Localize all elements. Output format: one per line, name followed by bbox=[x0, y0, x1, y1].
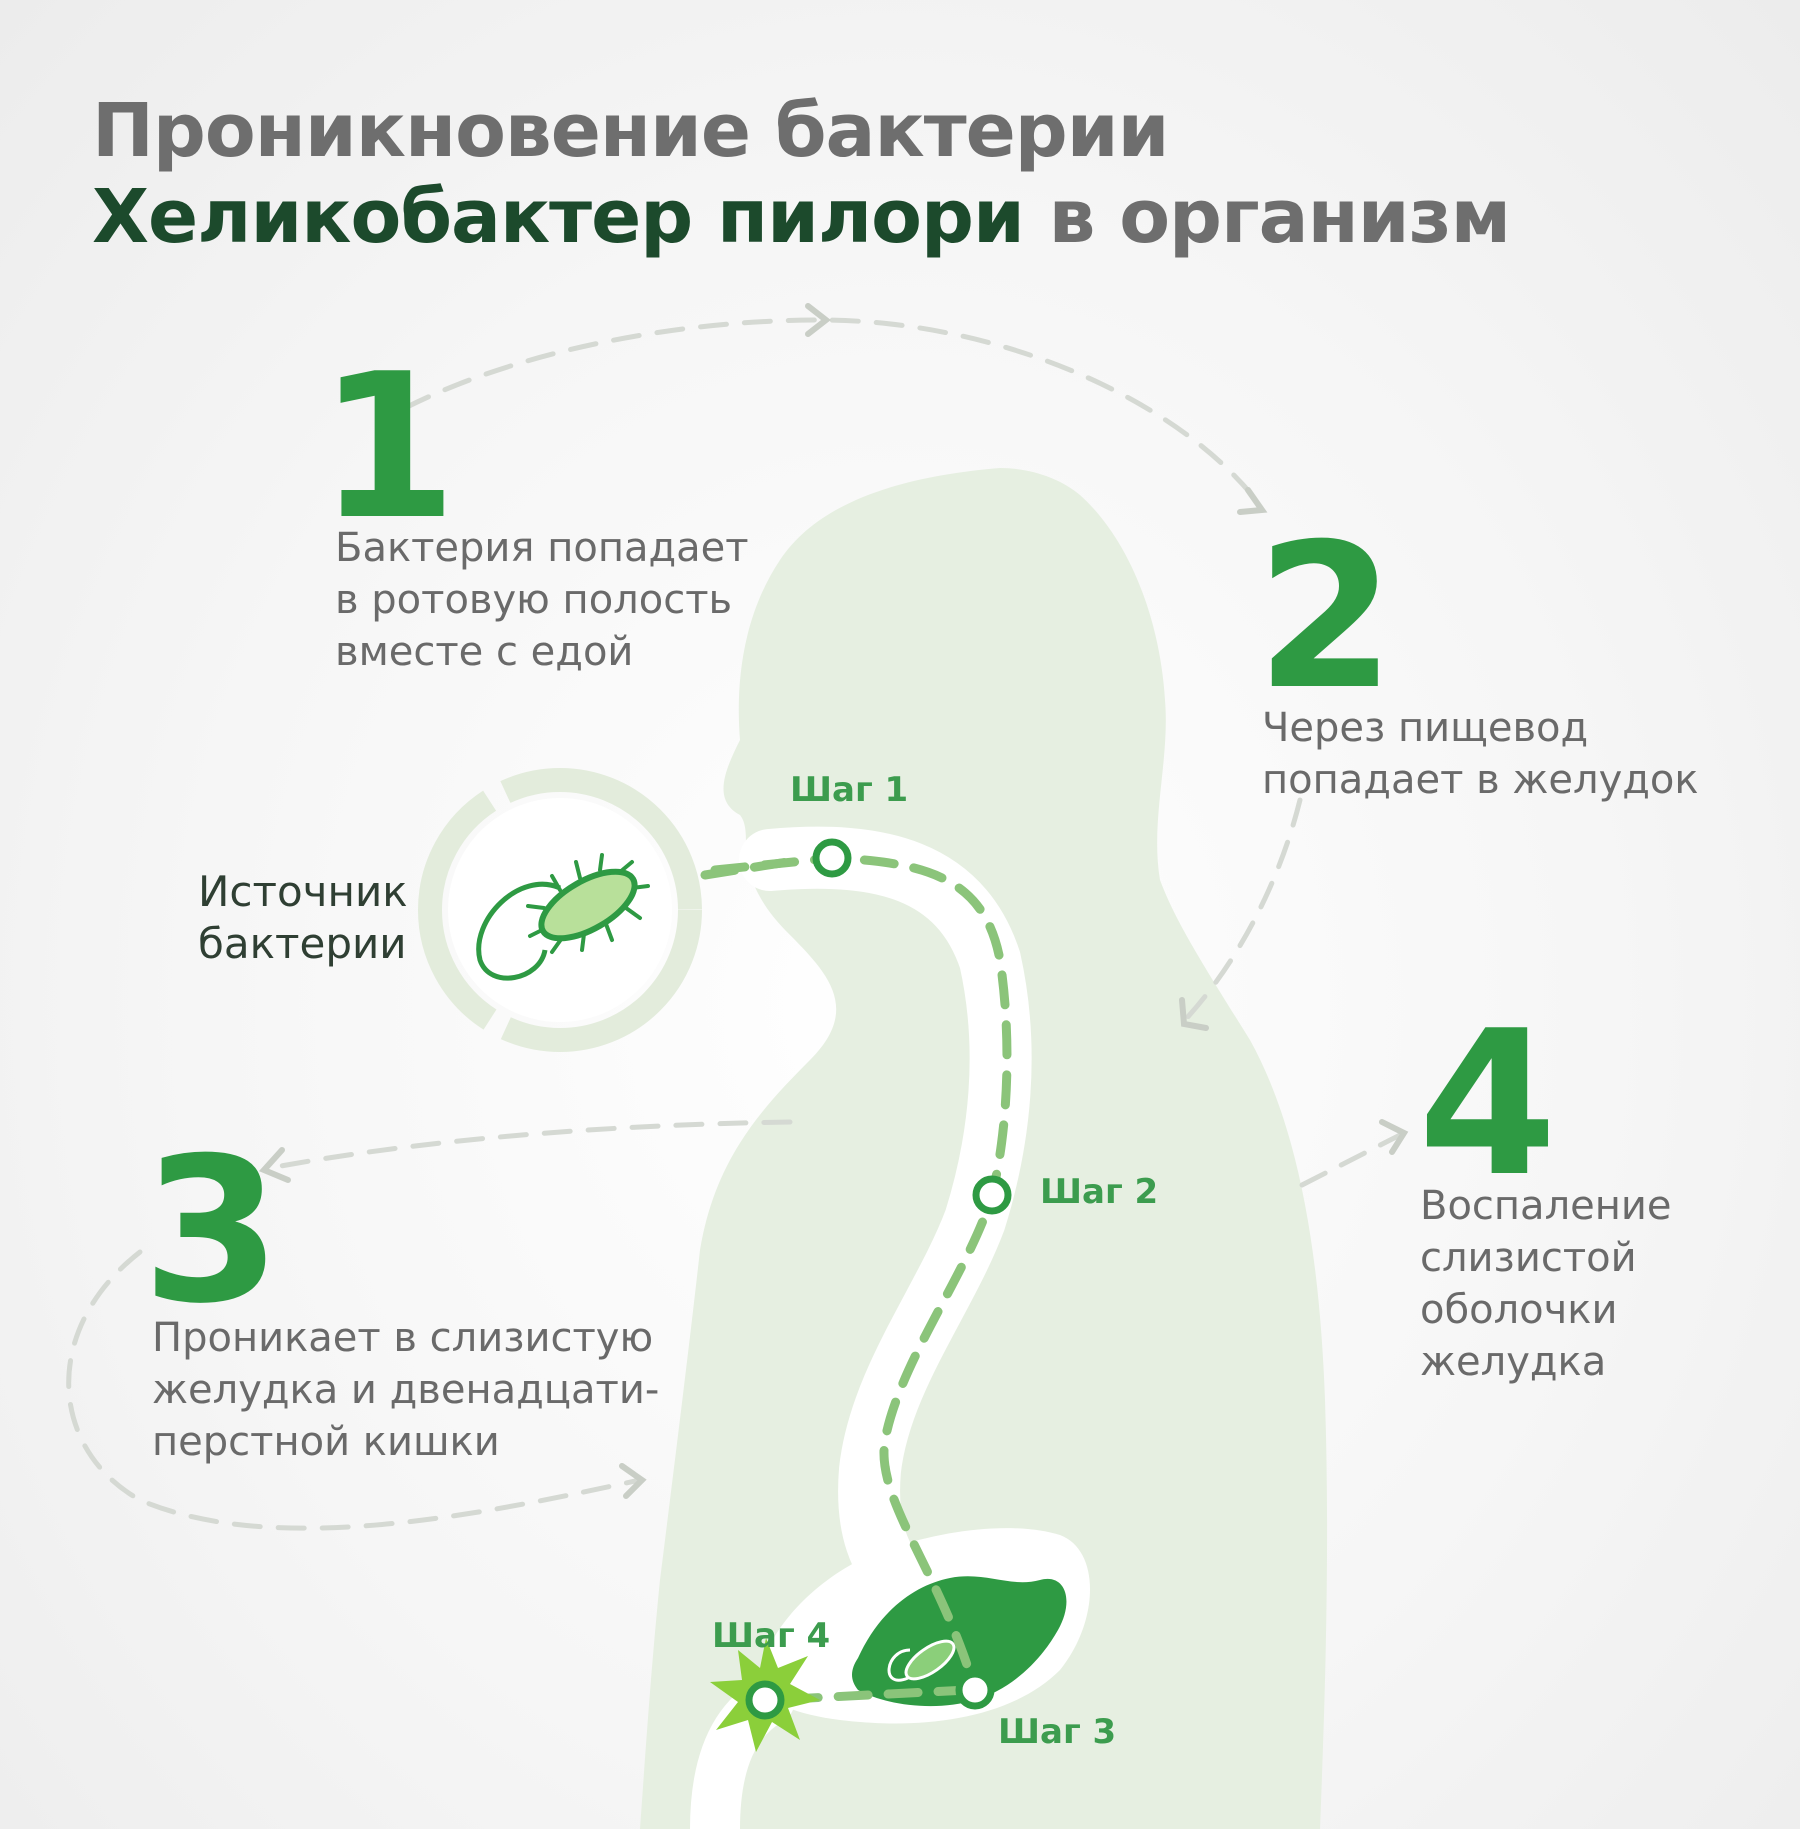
step4-text: Воспаление слизистой оболочки желудка bbox=[1420, 1183, 1672, 1385]
title-line1: Проникновение бактерии bbox=[92, 88, 1169, 174]
flow-arrowheads bbox=[258, 303, 1409, 1499]
step4-number: 4 bbox=[1418, 988, 1558, 1221]
step1-number: 1 bbox=[318, 331, 458, 564]
marker-shag3 bbox=[955, 1670, 995, 1710]
bacterium-icon bbox=[476, 853, 650, 981]
step2-number: 2 bbox=[1256, 501, 1396, 734]
shag4-label: Шаг 4 bbox=[712, 1616, 831, 1656]
source-ring bbox=[418, 768, 702, 1052]
shag3-label: Шаг 3 bbox=[998, 1712, 1117, 1752]
shag2-label: Шаг 2 bbox=[1040, 1172, 1159, 1212]
marker-shag1 bbox=[812, 838, 852, 878]
title-line2-rest: в организм bbox=[1048, 174, 1511, 260]
step3-text: Проникает в слизистую желудка и двенадца… bbox=[152, 1315, 660, 1465]
shag1-label: Шаг 1 bbox=[790, 770, 909, 810]
step2-text: Через пищевод попадает в желудок bbox=[1262, 705, 1699, 803]
source-label: Источник бактерии bbox=[198, 867, 408, 968]
title-bacterium-name: Хеликобактер пилори bbox=[92, 174, 1025, 260]
flow-arrows bbox=[66, 317, 1403, 1531]
page-title: Проникновение бактерии Хеликобактер пило… bbox=[92, 88, 1511, 260]
step3-number: 3 bbox=[142, 1115, 282, 1348]
step1-text: Бактерия попадает в ротовую полость вмес… bbox=[335, 525, 749, 675]
marker-shag2 bbox=[972, 1175, 1012, 1215]
source-link bbox=[700, 855, 805, 880]
marker-shag4 bbox=[745, 1680, 785, 1720]
stomach-bacterium-icon bbox=[887, 1639, 956, 1682]
